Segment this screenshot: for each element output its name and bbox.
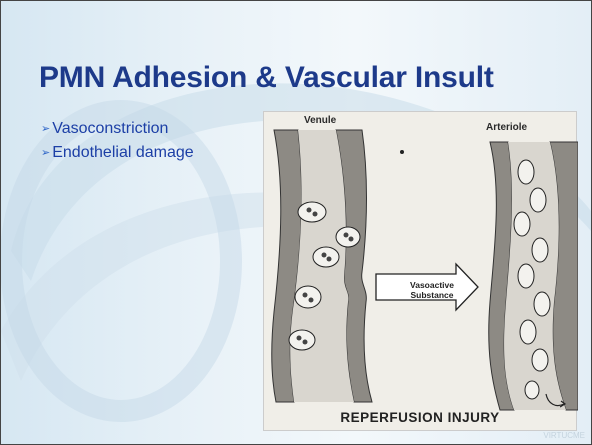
bullet-text: Vasoconstriction bbox=[52, 120, 168, 138]
figure-caption: REPERFUSION INJURY bbox=[264, 410, 576, 425]
bullet-text: Endothelial damage bbox=[52, 144, 193, 162]
venule-label: Venule bbox=[304, 115, 336, 126]
reperfusion-injury-figure: Venule Arteriole Vasoactive Substance RE… bbox=[263, 111, 577, 431]
bullet-list: ➢ Vasoconstriction ➢ Endothelial damage bbox=[41, 117, 194, 165]
arrow-bullet-icon: ➢ bbox=[41, 148, 50, 159]
bullet-item: ➢ Endothelial damage bbox=[41, 141, 194, 165]
arrow-label-line: Substance bbox=[390, 290, 474, 300]
bullet-item: ➢ Vasoconstriction bbox=[41, 117, 194, 141]
vessel-illustration bbox=[264, 112, 578, 432]
arteriole-label: Arteriole bbox=[486, 122, 527, 133]
slide-title: PMN Adhesion & Vascular Insult bbox=[39, 61, 494, 95]
arrow-bullet-icon: ➢ bbox=[41, 124, 50, 135]
arrow-label: Vasoactive Substance bbox=[390, 280, 474, 300]
arrow-label-line: Vasoactive bbox=[390, 280, 474, 290]
watermark-logo: VIRTUCME bbox=[543, 431, 585, 440]
